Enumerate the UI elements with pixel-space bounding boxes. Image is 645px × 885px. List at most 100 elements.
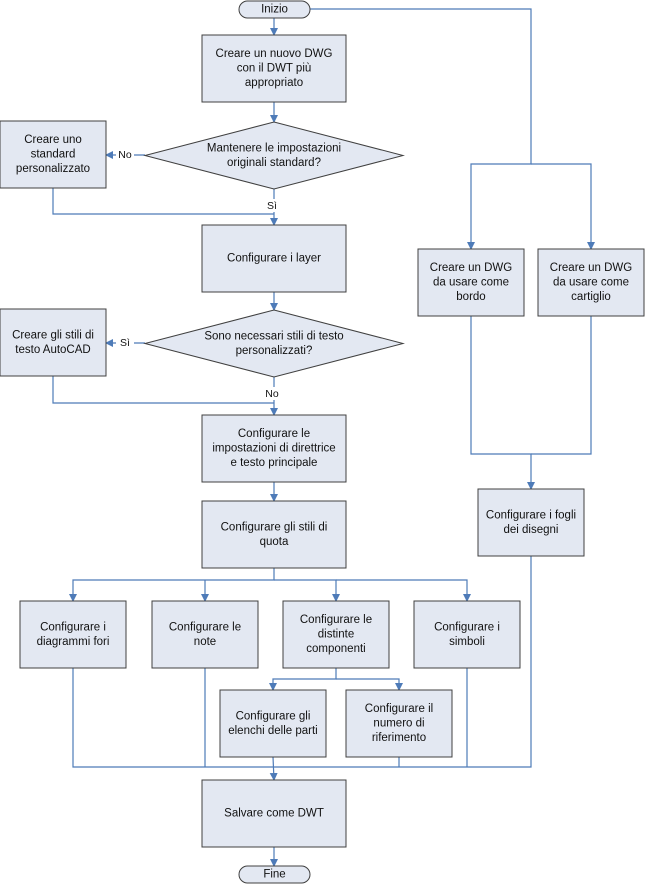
decision-shape [143, 309, 405, 378]
node-label-line: bordo [456, 291, 485, 303]
process-shape [477, 488, 585, 557]
node-label-line: Salvare come DWT [224, 808, 324, 820]
node-label-line: con il DWT più [237, 63, 312, 75]
node-notes: Configurare le note [151, 600, 259, 669]
connector-start-to-title_block [531, 163, 595, 250]
node-start: Inizio [238, 0, 311, 19]
process-shape [282, 600, 390, 669]
connector-border-to-sheets [470, 316, 535, 490]
node-label-line: Creare un DWG [430, 262, 512, 274]
node-label-line: numero di [373, 718, 424, 730]
node-label-line: Configurare le [169, 621, 241, 633]
edge-label-need_styles-to-text_styles: Sì [116, 336, 134, 349]
node-label-line: cartiglio [571, 291, 611, 303]
node-label-line: personalizzato [16, 163, 90, 175]
process-shape [201, 224, 347, 293]
connector-text_styles-to-leader [52, 376, 274, 404]
node-label-line: e testo principale [231, 457, 318, 469]
node-label-line: da usare come [433, 277, 509, 289]
connector-dim_styles-to-bom [274, 579, 340, 602]
node-custom-std: Creare uno standard personalizzato [0, 120, 107, 189]
node-label-line: appropriato [245, 77, 303, 89]
node-label-line: Configurare i layer [227, 253, 321, 265]
edge-label-background [116, 336, 134, 349]
decision-shape [143, 121, 405, 190]
process-shape [413, 600, 521, 669]
connector-parts_lists-to-save_dwt [269, 756, 278, 781]
node-text-styles: Creare gli stili di testo AutoCAD [0, 308, 107, 377]
process-shape [219, 689, 327, 758]
edge-label-keep_std-to-layers: Sì [263, 199, 281, 212]
node-leader: Configurare le impostazioni di direttrice… [201, 414, 347, 483]
node-label-line: Sono necessari stili di testo [204, 330, 343, 342]
connector-custom_std-to-layers [52, 188, 274, 215]
node-label-line: quota [260, 536, 289, 548]
node-label-line: testo AutoCAD [15, 344, 90, 356]
node-label-line: personalizzati? [236, 345, 313, 357]
node-label-line: Creare gli stili di [12, 329, 94, 341]
node-label-line: da usare come [553, 277, 629, 289]
connector-title_block-to-sheets [531, 316, 592, 455]
node-label-line: standard [31, 149, 76, 161]
node-label-line: Configurare i [434, 621, 500, 633]
node-label-line: note [194, 636, 216, 648]
process-shape [537, 248, 645, 317]
node-label-line: Configurare il [365, 703, 433, 715]
process-shape [201, 500, 347, 569]
node-bom: Configurare le distinte componenti [282, 600, 390, 669]
node-label-line: Configurare gli stili di [221, 521, 328, 533]
node-need-styles: Sono necessari stili di testo personalizz… [143, 309, 405, 378]
node-label-line: dei disegni [504, 524, 559, 536]
node-save-dwt: Salvare come DWT [201, 779, 347, 848]
node-dim-styles: Configurare gli stili di quota [201, 500, 347, 569]
edge-label-background [263, 199, 281, 212]
process-shape [201, 34, 347, 103]
connector-bom-to-parts_lists [269, 668, 337, 691]
process-shape [0, 120, 107, 189]
node-label-line: originali standard? [227, 157, 321, 169]
node-label-line: Configurare gli [236, 710, 311, 722]
node-label-line: componenti [306, 643, 365, 655]
edge-label-text: No [265, 388, 279, 400]
terminal-shape [238, 865, 311, 884]
node-end: Fine [238, 865, 311, 884]
node-label-line: Configurare le [238, 428, 310, 440]
process-shape [201, 414, 347, 483]
node-label-line: distinte [318, 629, 354, 641]
edge-label-background [116, 148, 134, 161]
edge-label-text: Sì [120, 337, 130, 349]
node-label-line: Configurare i [40, 621, 106, 633]
edge-label-text: Sì [267, 200, 277, 212]
node-label-line: riferimento [372, 732, 426, 744]
node-label-line: Fine [263, 869, 285, 881]
process-shape [201, 779, 347, 848]
node-title-block: Creare un DWG da usare come cartiglio [537, 248, 645, 317]
process-shape [417, 248, 525, 317]
node-label-line: Inizio [261, 4, 288, 16]
node-balloons: Configurare il numero di riferimento [345, 689, 453, 758]
terminal-shape [238, 0, 311, 19]
node-label-line: impostazioni di direttrice [212, 443, 335, 455]
connector-dim_styles-to-symbols [336, 579, 471, 602]
edge-label-text: No [118, 149, 132, 161]
node-label-line: diagrammi fori [37, 636, 110, 648]
node-label-line: Configurare le [300, 614, 372, 626]
node-border: Creare un DWG da usare come bordo [417, 248, 525, 317]
node-label-line: Creare un DWG [550, 262, 632, 274]
connector-dim_styles-to-hole_charts [69, 568, 275, 602]
node-label-line: Creare uno [24, 134, 82, 146]
connector-hole_charts-to-save_dwt [72, 668, 274, 768]
edge-label-background [263, 387, 281, 400]
connector-bom-to-balloons [336, 678, 403, 691]
connectors [52, 8, 595, 867]
node-label-line: Configurare i fogli [486, 509, 576, 521]
process-shape [151, 600, 259, 669]
node-label-line: Mantenere le impostazioni [207, 142, 341, 154]
connector-sheets-to-save_dwt [274, 556, 532, 768]
